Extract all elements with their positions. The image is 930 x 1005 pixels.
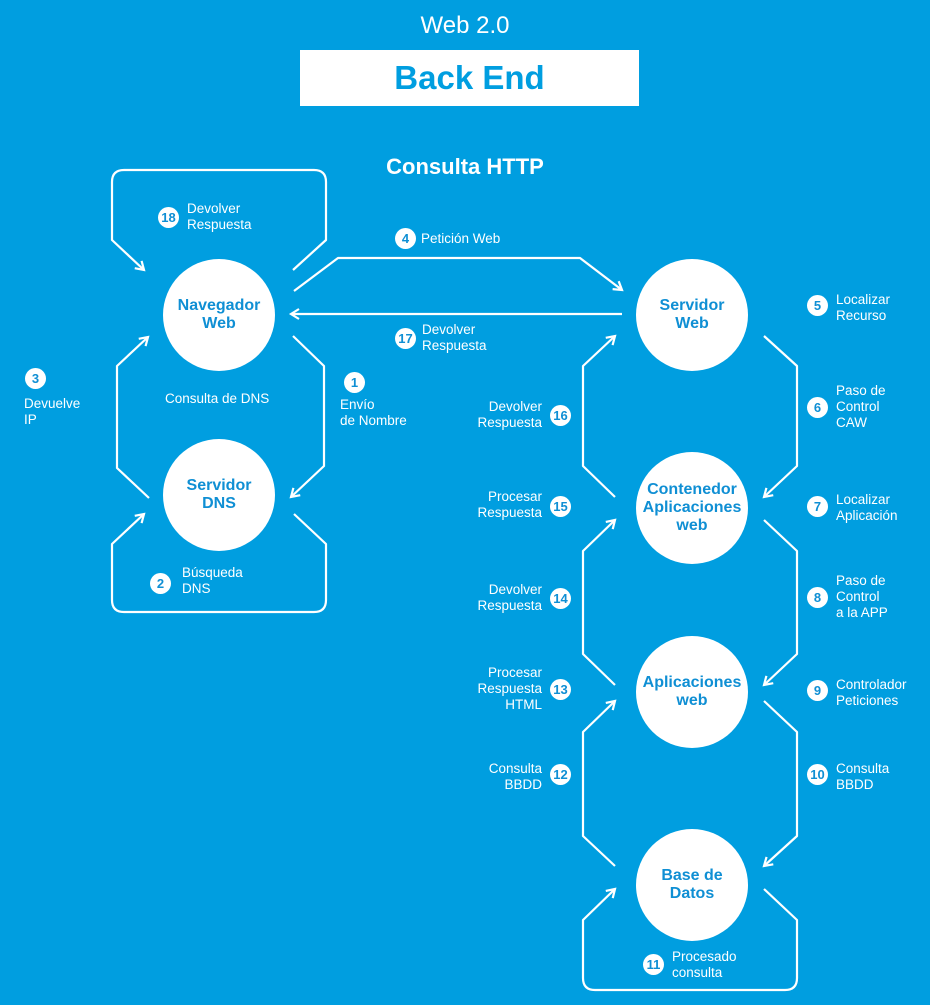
step-15-badge: 15 (550, 496, 571, 517)
diagram-title: Back End (394, 59, 545, 96)
step-13-label: Procesar Respuesta HTML (477, 665, 542, 712)
diagram-title-box: Back End (300, 50, 639, 106)
node-label: Navegador Web (177, 297, 261, 332)
step-8-label: Paso de Control a la APP (836, 573, 888, 620)
node-base-de-datos: Base de Datos (636, 829, 748, 941)
step-4-badge: 4 (395, 228, 416, 249)
arrow-10 (762, 700, 799, 868)
step-5-label: Localizar Recurso (836, 292, 891, 323)
step-5-badge: 5 (807, 295, 828, 316)
dns-query-label: Consulta de DNS (165, 391, 270, 406)
step-11-badge: 11 (643, 954, 664, 975)
step-3-badge: 3 (25, 368, 46, 389)
step-10-label: Consulta BBDD (836, 761, 890, 792)
step-18-badge: 18 (158, 207, 179, 228)
arrow-12 (581, 699, 617, 867)
node-label: Contenedor Aplicaciones web (642, 481, 742, 534)
step-8-badge: 8 (807, 587, 828, 608)
step-2-label: Búsqueda DNS (182, 565, 243, 596)
node-aplicaciones-web: Aplicaciones web (636, 636, 748, 748)
step-11-label: Procesado consulta (672, 949, 737, 980)
arrow-4 (293, 256, 624, 292)
section-title: Consulta HTTP (386, 154, 544, 179)
step-17-label: Devolver Respuesta (422, 322, 487, 353)
step-15-label: Procesar Respuesta (477, 489, 542, 520)
step-1-badge: 1 (344, 372, 365, 393)
node-label: Servidor Web (659, 297, 725, 332)
step-16-badge: 16 (550, 405, 571, 426)
step-9-label: Controlador Peticiones (836, 677, 907, 708)
arrow-18-loop (110, 168, 328, 272)
node-servidor-dns: Servidor DNS (163, 439, 275, 551)
step-12-label: Consulta BBDD (488, 761, 542, 792)
step-6-badge: 6 (807, 397, 828, 418)
arrow-16 (581, 334, 617, 498)
diagram-subtitle: Web 2.0 (420, 12, 510, 39)
step-17-badge: 17 (395, 328, 416, 349)
step-2-badge: 2 (150, 573, 171, 594)
node-label: Servidor DNS (186, 477, 252, 512)
step-9-badge: 9 (807, 680, 828, 701)
arrow-2-loop (110, 512, 328, 614)
step-18-label: Devolver Respuesta (187, 201, 252, 232)
step-14-label: Devolver Respuesta (477, 582, 542, 613)
step-16-label: Devolver Respuesta (477, 399, 542, 430)
step-7-badge: 7 (807, 496, 828, 517)
node-contenedor-aplicaciones: Contenedor Aplicaciones web (636, 452, 748, 564)
node-navegador-web: Navegador Web (163, 259, 275, 371)
arrow-8 (762, 519, 799, 687)
arrow-1 (289, 335, 326, 499)
step-1-label: Envío de Nombre (340, 397, 407, 428)
step-13-badge: 13 (550, 679, 571, 700)
step-7-label: Localizar Aplicación (836, 492, 898, 523)
node-servidor-web: Servidor Web (636, 259, 748, 371)
node-label: Aplicaciones web (642, 674, 742, 709)
arrow-14 (581, 518, 617, 686)
arrow-6 (762, 335, 799, 499)
node-label: Base de Datos (661, 867, 723, 902)
arrow-11-loop (581, 887, 799, 992)
step-14-badge: 14 (550, 588, 571, 609)
step-6-label: Paso de Control CAW (836, 383, 886, 430)
step-3-label: Devuelve IP (24, 396, 81, 427)
arrow-3 (115, 335, 150, 499)
step-4-label: Petición Web (421, 231, 501, 246)
step-12-badge: 12 (550, 764, 571, 785)
step-10-badge: 10 (807, 764, 828, 785)
